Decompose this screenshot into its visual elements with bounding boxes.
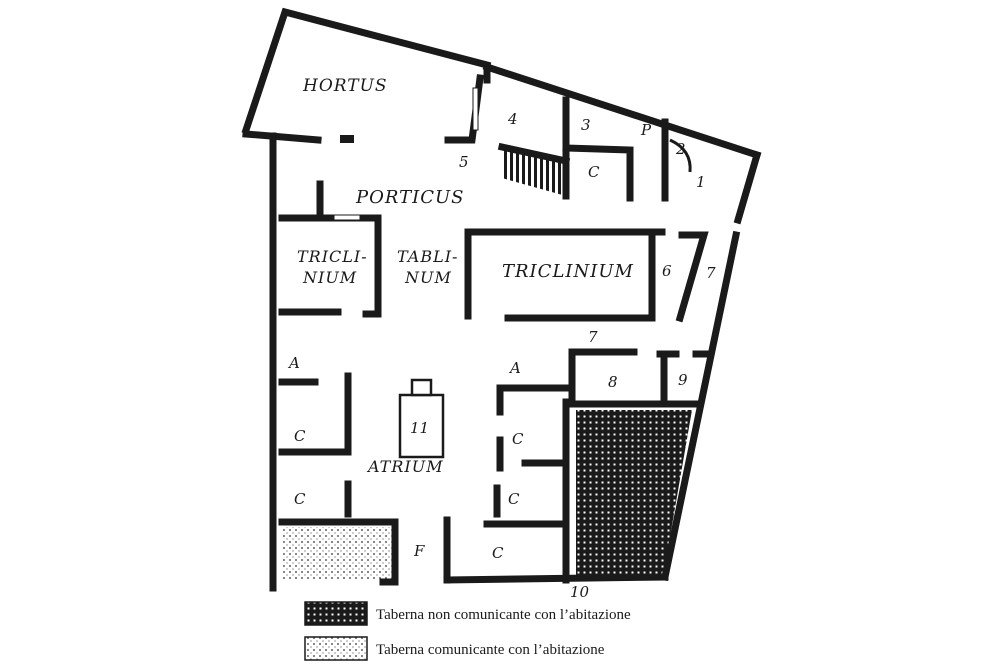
room-label-tablinum-1: TABLI- xyxy=(397,247,458,266)
room-label-atrium: ATRIUM xyxy=(366,457,444,476)
marker-c-left-1: C xyxy=(294,427,306,445)
room-label-hortus: HORTUS xyxy=(302,76,388,96)
marker-4: 4 xyxy=(507,110,518,128)
marker-f: F xyxy=(413,542,425,560)
marker-7-north: 7 xyxy=(588,328,598,346)
openings xyxy=(333,87,479,221)
marker-3: 3 xyxy=(581,116,591,134)
marker-a-right: A xyxy=(508,359,521,377)
hortus-north-wall xyxy=(241,7,492,135)
room-label-triclinium-main: TRICLINIUM xyxy=(502,261,634,282)
marker-c-right-1: C xyxy=(512,430,524,448)
legend-label-dark: Taberna non comunicante con l’abitazione xyxy=(376,607,631,623)
marker-p: P xyxy=(640,121,652,139)
room-label-porticus: PORTICUS xyxy=(355,187,465,208)
taberna-dark-area xyxy=(576,410,692,577)
marker-7-east: 7 xyxy=(706,264,716,282)
marker-c-room3: C xyxy=(588,163,600,181)
room-label-tablinum-2: NUM xyxy=(404,268,452,287)
legend: Taberna non comunicante con l’abitazione… xyxy=(304,601,631,661)
east-wall-lower xyxy=(660,230,741,582)
room-label-triclinium-left-1: TRICLI- xyxy=(297,247,368,266)
marker-6: 6 xyxy=(662,262,672,280)
marker-9: 9 xyxy=(678,371,688,389)
marker-c-south: C xyxy=(492,544,504,562)
south-wall xyxy=(443,573,669,584)
marker-8: 8 xyxy=(608,373,618,391)
marker-11: 11 xyxy=(410,419,429,437)
east-wall-upper xyxy=(733,150,762,225)
interior-walls xyxy=(278,66,710,586)
marker-c-right-2: C xyxy=(508,490,520,508)
legend-swatch-light xyxy=(304,636,368,661)
marker-5: 5 xyxy=(459,153,469,171)
taberna-light-area xyxy=(282,527,392,580)
marker-c-left-2: C xyxy=(294,490,306,508)
impluvium xyxy=(398,378,445,459)
marker-1: 1 xyxy=(696,173,706,191)
room-label-triclinium-left-2: NIUM xyxy=(302,268,357,287)
marker-a-left: A xyxy=(287,354,300,372)
legend-label-light: Taberna comunicante con l’abitazione xyxy=(376,642,605,658)
marker-10: 10 xyxy=(570,583,590,601)
marker-2: 2 xyxy=(675,140,686,158)
legend-swatch-dark xyxy=(304,601,368,626)
outer-walls xyxy=(241,7,762,592)
north-east-wall xyxy=(482,62,762,160)
hortus-south-wall xyxy=(242,130,322,144)
